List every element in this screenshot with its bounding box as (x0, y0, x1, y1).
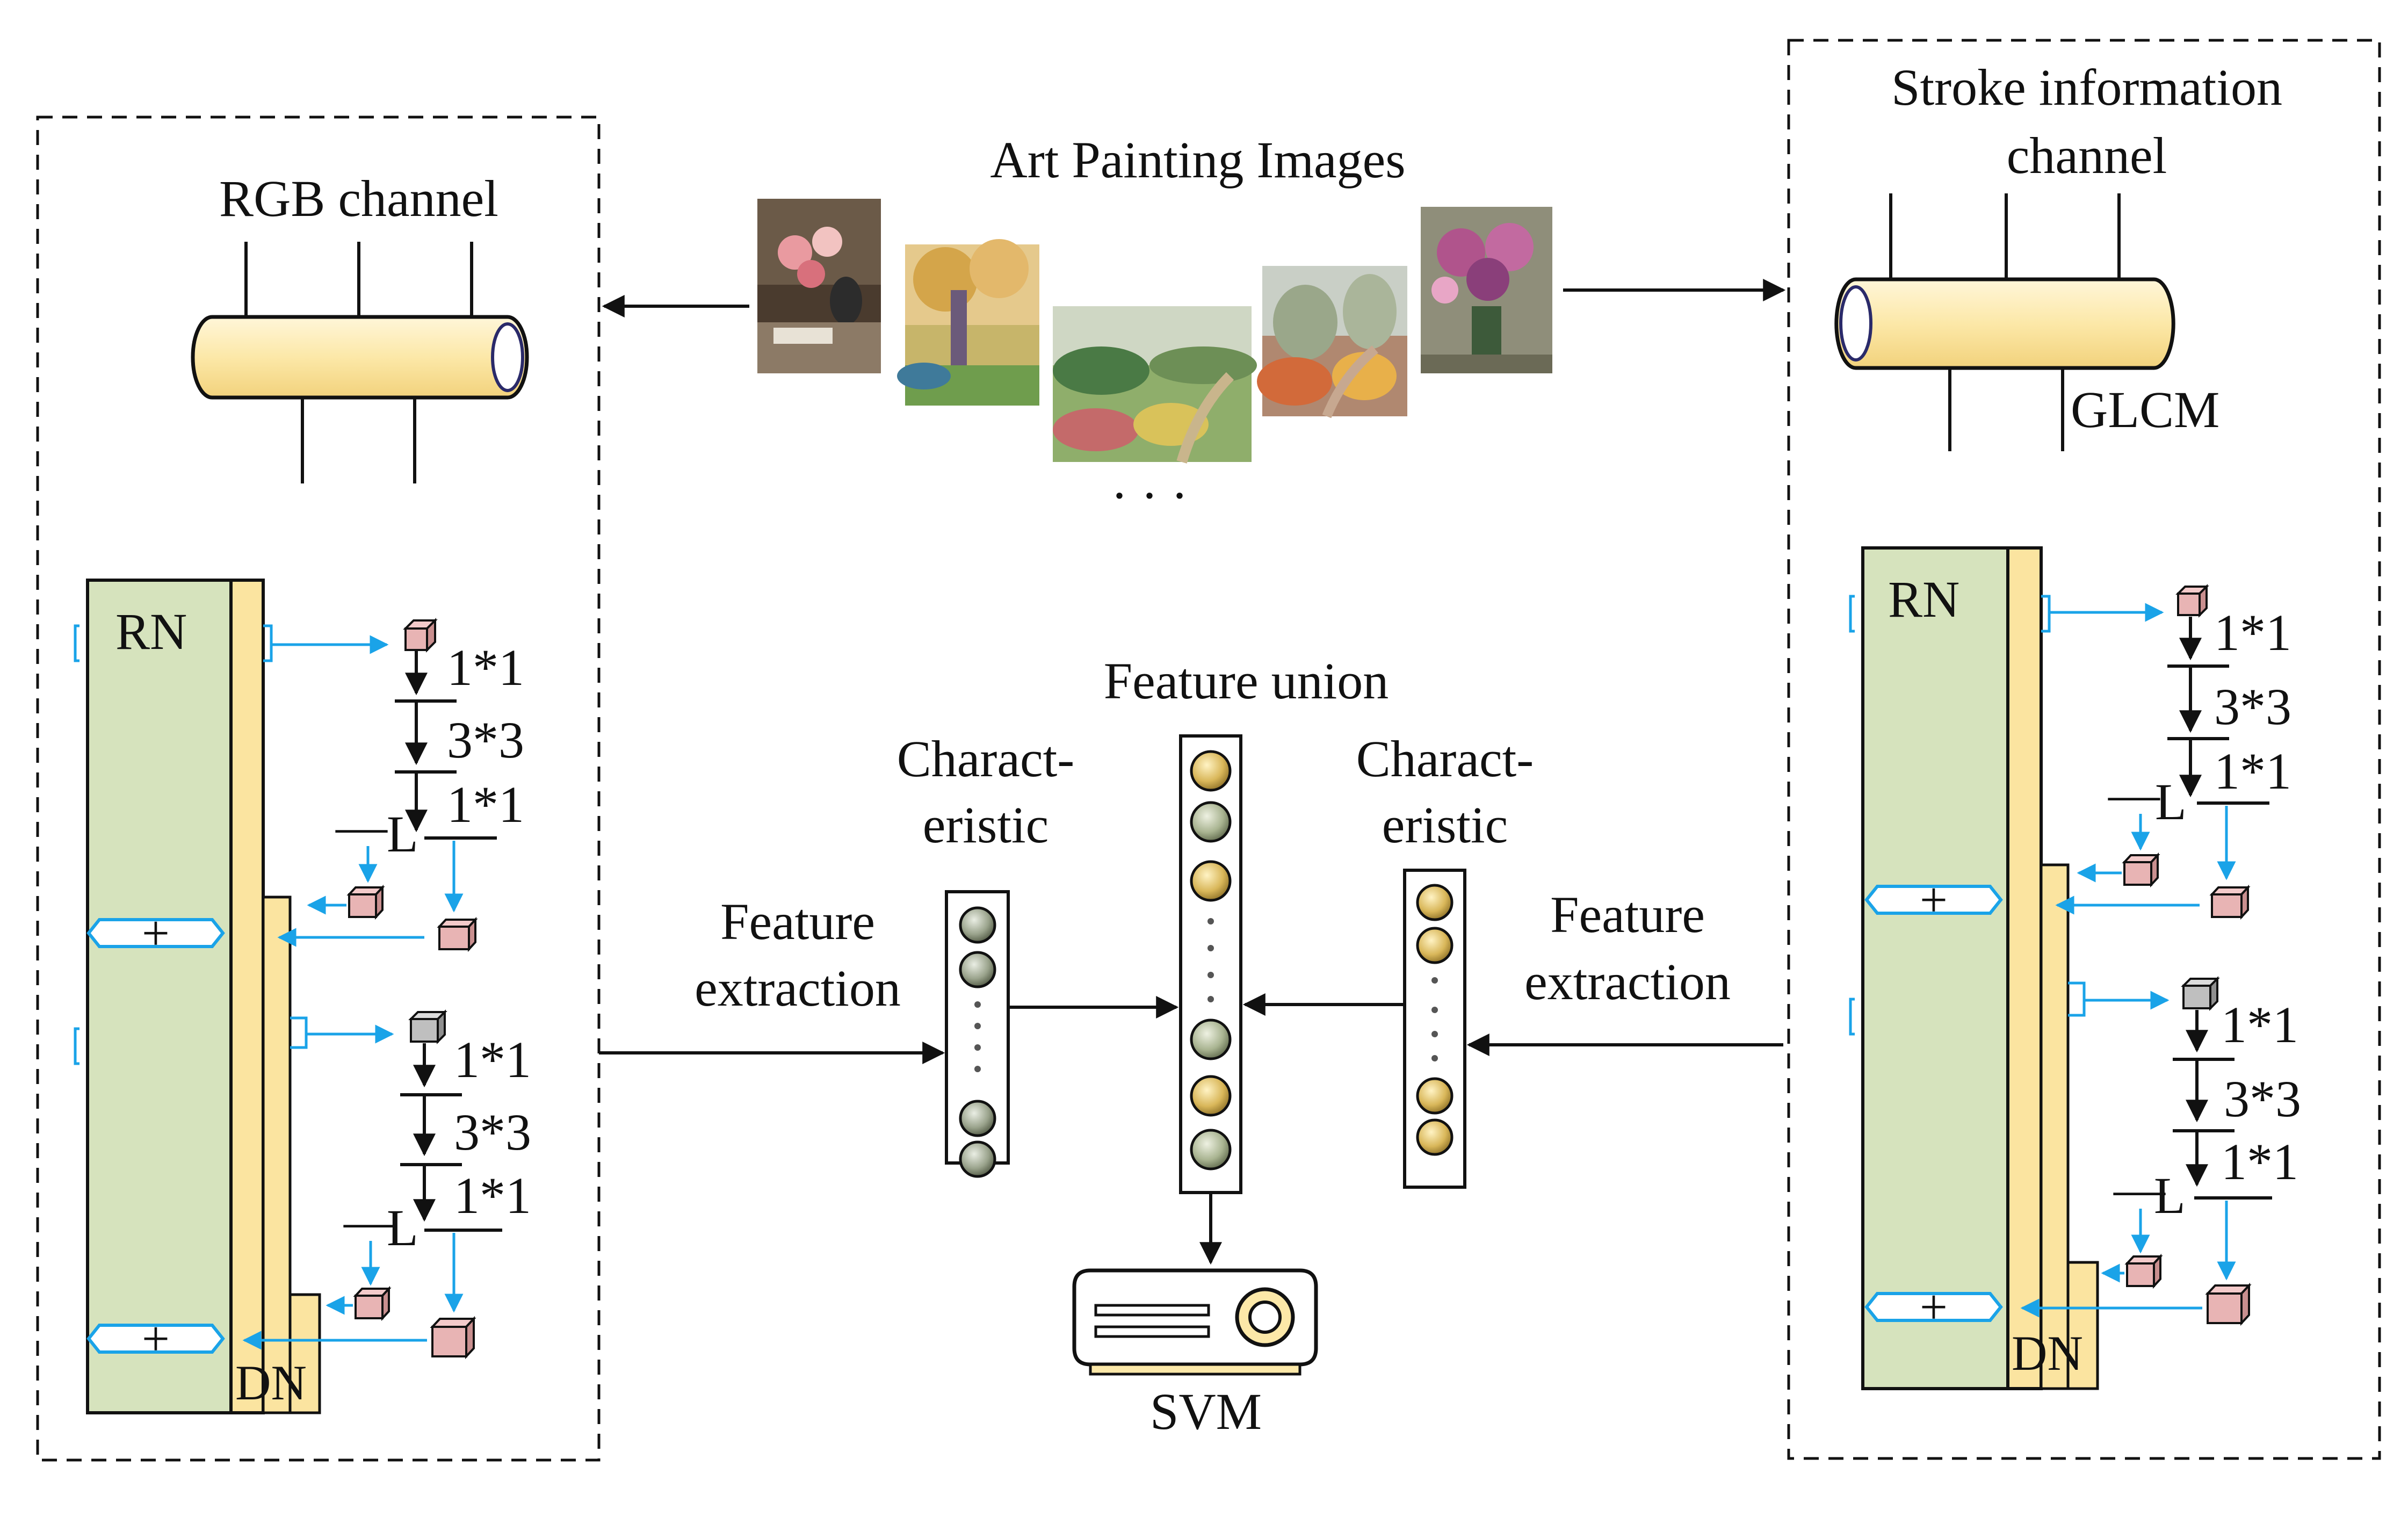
rn-column-right (1861, 546, 2009, 1390)
painting-autumn-trees (1257, 266, 1407, 418)
svg-text:3*3: 3*3 (2214, 678, 2291, 735)
minus-sign-2: — (343, 1192, 396, 1249)
painting-roses-still-life (757, 199, 881, 373)
kernel-3x3-b: 3*3 (454, 1103, 531, 1161)
rn-label-right: RN (1888, 570, 1959, 628)
svg-text:L: L (2154, 1167, 2186, 1224)
kernel-3x3: 3*3 (447, 711, 524, 769)
dn-column-right-upper (2006, 546, 2043, 1390)
kernel-1x1-c: 1*1 (454, 1031, 531, 1088)
stroke-channel-label-2: channel (2007, 127, 2167, 184)
svg-text:1*1: 1*1 (2214, 604, 2291, 661)
svg-text:1*1: 1*1 (2214, 742, 2291, 800)
painting-tree-landscape (897, 239, 1039, 406)
dn-label-right: DN (2012, 1326, 2083, 1381)
svg-text:1*1: 1*1 (2221, 1133, 2298, 1190)
residual-block-2: 1*1 3*3 1*1 — L (86, 1009, 531, 1366)
residual-block-right-2: 1*1 3*3 1*1 — L + (1864, 976, 2301, 1334)
kernel-1x1-b: 1*1 (447, 776, 524, 833)
right-panel-border (1787, 39, 2381, 1460)
dn-column-right-mid (2040, 863, 2070, 1390)
add-node-1: + (86, 906, 225, 960)
characteristic-left-1: Charact- (897, 730, 1074, 788)
cube-output (437, 916, 478, 952)
cube-output-2 (430, 1316, 476, 1360)
rgb-channel-label: RGB channel (219, 170, 498, 227)
residual-block-right-1: 1*1 3*3 1*1 — L + (1864, 584, 2291, 927)
painting-thumbnails (757, 199, 1552, 464)
kernel-1x1-a: 1*1 (447, 639, 524, 696)
svg-text:L: L (2155, 773, 2187, 830)
right-stroke-panel: Stroke information channel GLCM RN DN (1787, 39, 2381, 1460)
rgb-channel-tube (191, 242, 529, 483)
svg-text:—: — (2108, 765, 2160, 822)
stroke-channel-tube (1834, 193, 2175, 451)
painting-meadow (1053, 306, 1257, 464)
svg-text:3*3: 3*3 (2224, 1070, 2301, 1128)
stroke-channel-label-1: Stroke information (1891, 59, 2282, 116)
residual-block-1: 1*1 3*3 1*1 — L (86, 618, 524, 960)
svm-projector-icon (1072, 1268, 1318, 1376)
art-images-title: Art Painting Images (990, 131, 1405, 189)
feature-extraction-left-2: extraction (695, 959, 901, 1017)
dn-column-upper (229, 579, 265, 1414)
cube-small-2 (353, 1285, 392, 1321)
rn-label: RN (115, 603, 187, 660)
characteristic-left-2: eristic (923, 796, 1049, 854)
svg-text:1*1: 1*1 (2221, 996, 2298, 1053)
l-label: L (387, 805, 418, 863)
painting-peonies-vase (1421, 207, 1552, 373)
kernel-1x1-d: 1*1 (454, 1167, 531, 1224)
svg-text:+: + (1920, 1280, 1948, 1334)
glcm-label: GLCM (2071, 381, 2219, 438)
feature-union-label: Feature union (1104, 652, 1389, 710)
feature-extraction-right-1: Feature (1550, 886, 1705, 943)
cube-small (346, 884, 385, 920)
svm-label: SVM (1150, 1383, 1262, 1440)
dn-column-right-low (2066, 1261, 2099, 1390)
left-rgb-panel: RGB channel RN DN (36, 115, 601, 1462)
svg-text:—: — (2113, 1160, 2166, 1217)
characteristic-right-2: eristic (1382, 796, 1508, 854)
dn-column-low (288, 1293, 321, 1414)
minus-sign: — (335, 797, 388, 855)
left-panel-border (36, 115, 601, 1462)
l-label-2: L (387, 1199, 418, 1256)
add-node-right-1: + (1864, 872, 2003, 927)
add-node-2: + (86, 1311, 225, 1366)
rn-column (86, 579, 233, 1414)
dn-label: DN (235, 1355, 307, 1410)
add-node-right-2: + (1864, 1280, 2003, 1334)
feature-extraction-left-1: Feature (720, 893, 875, 950)
dn-column-mid (262, 895, 292, 1414)
characteristic-right-1: Charact- (1356, 730, 1534, 788)
svg-text:+: + (142, 906, 170, 960)
left-feature-vector (945, 890, 1010, 1178)
more-images-ellipsis: · · · (1111, 467, 1188, 524)
feature-extraction-right-2: extraction (1524, 953, 1731, 1010)
svg-text:+: + (142, 1311, 170, 1366)
svg-text:+: + (1920, 872, 1948, 927)
right-feature-vector (1403, 869, 1466, 1189)
union-feature-vector (1179, 734, 1242, 1194)
